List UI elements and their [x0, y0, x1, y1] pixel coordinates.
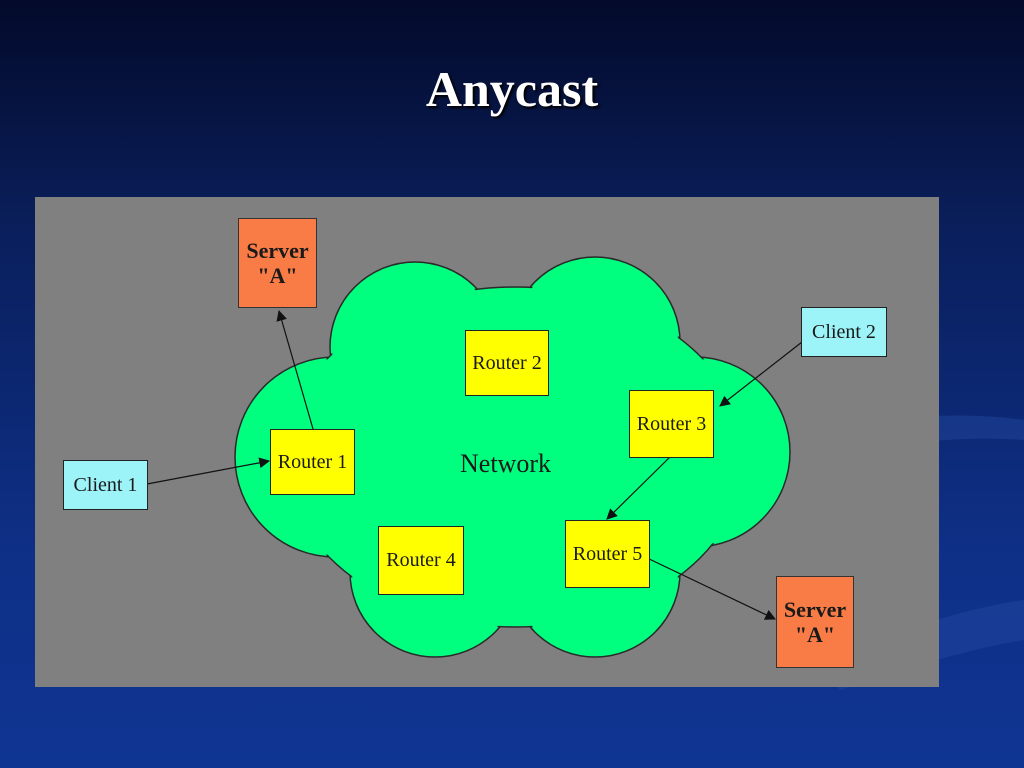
- network-diagram: Network Server "A" Router 2 Client 2 Rou…: [35, 197, 939, 687]
- network-label: Network: [460, 449, 551, 478]
- server-a-top: Server "A": [238, 218, 317, 308]
- router-2: Router 2: [465, 330, 549, 396]
- edge-router1-server-top: [276, 309, 314, 430]
- router-1: Router 1: [270, 429, 355, 495]
- server-a-top-line1: Server: [246, 237, 309, 263]
- server-a-bottom: Server "A": [776, 576, 854, 668]
- router-4: Router 4: [378, 526, 464, 595]
- server-a-bottom-line1: Server: [783, 596, 847, 622]
- edge-router5-server-bottom: [644, 556, 776, 620]
- edge-client2-router3: [719, 341, 803, 407]
- slide-title: Anycast: [425, 61, 599, 117]
- router-3: Router 3: [629, 390, 714, 458]
- client-1: Client 1: [63, 460, 148, 510]
- edge-router3-router5: [606, 456, 671, 520]
- edge-client1-router1: [146, 457, 271, 485]
- client-2: Client 2: [801, 307, 887, 357]
- server-a-top-line2: "A": [257, 263, 298, 288]
- server-a-bottom-line2: "A": [794, 622, 836, 647]
- router-5: Router 5: [565, 520, 650, 588]
